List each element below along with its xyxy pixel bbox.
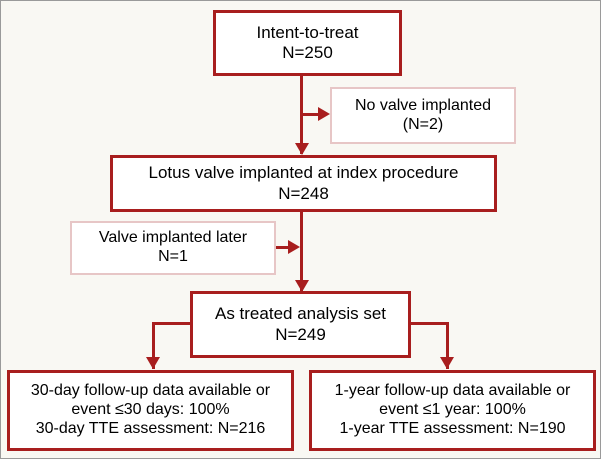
node-followup-30-day-line2: event ≤30 days: 100% [71,401,230,419]
node-as-treated-analysis-set-line2: N=249 [275,324,326,344]
connector-as-treated-to-30-day-horizontal [152,322,192,325]
node-no-valve-implanted: No valve implanted (N=2) [330,87,516,144]
node-as-treated-analysis-set-line1: As treated analysis set [214,304,387,324]
node-no-valve-implanted-line1: No valve implanted [354,96,492,114]
node-intent-to-treat: Intent-to-treat N=250 [213,10,402,76]
connector-as-treated-to-1-year-horizontal [409,322,449,325]
node-valve-implanted-later-line2: N=1 [158,248,188,265]
node-followup-1-year-line2: event ≤1 year: 100% [379,401,526,419]
arrowhead-right-from-valve-implanted-later-icon [288,240,300,254]
connector-valve-implanted-later-line [276,246,290,249]
connector-lotus-to-as-treated-line [300,212,303,291]
node-valve-implanted-later: Valve implanted later N=1 [70,221,276,275]
node-intent-to-treat-line1: Intent-to-treat [256,22,359,42]
node-followup-30-day-line1: 30-day follow-up data available or [30,382,271,400]
arrowhead-down-to-as-treated-icon [295,280,309,292]
node-followup-30-day: 30-day follow-up data available or event… [7,370,294,451]
node-followup-1-year: 1-year follow-up data available or event… [309,370,596,451]
arrowhead-right-to-no-valve-icon [318,107,330,121]
node-followup-30-day-line3: 30-day TTE assessment: N=216 [35,419,266,437]
node-followup-1-year-line3: 1-year TTE assessment: N=190 [339,419,566,437]
connector-as-treated-to-30-day-vertical [152,322,155,369]
node-valve-implanted-later-line1: Valve implanted later [98,229,248,247]
node-intent-to-treat-line2: N=250 [282,43,333,62]
connector-itt-to-no-valve-line [300,113,320,116]
node-lotus-valve-implanted-line2: N=248 [278,183,329,203]
node-followup-1-year-line1: 1-year follow-up data available or [334,382,571,400]
arrowhead-down-to-1-year-icon [440,357,454,369]
node-no-valve-implanted-line2: (N=2) [402,115,444,133]
node-lotus-valve-implanted-line1: Lotus valve implanted at index procedure [148,163,459,183]
arrowhead-down-to-lotus-icon [295,143,309,155]
node-as-treated-analysis-set: As treated analysis set N=249 [190,291,411,358]
connector-as-treated-to-1-year-vertical [446,322,449,369]
arrowhead-down-to-30-day-icon [146,357,160,369]
node-lotus-valve-implanted: Lotus valve implanted at index procedure… [110,155,497,212]
